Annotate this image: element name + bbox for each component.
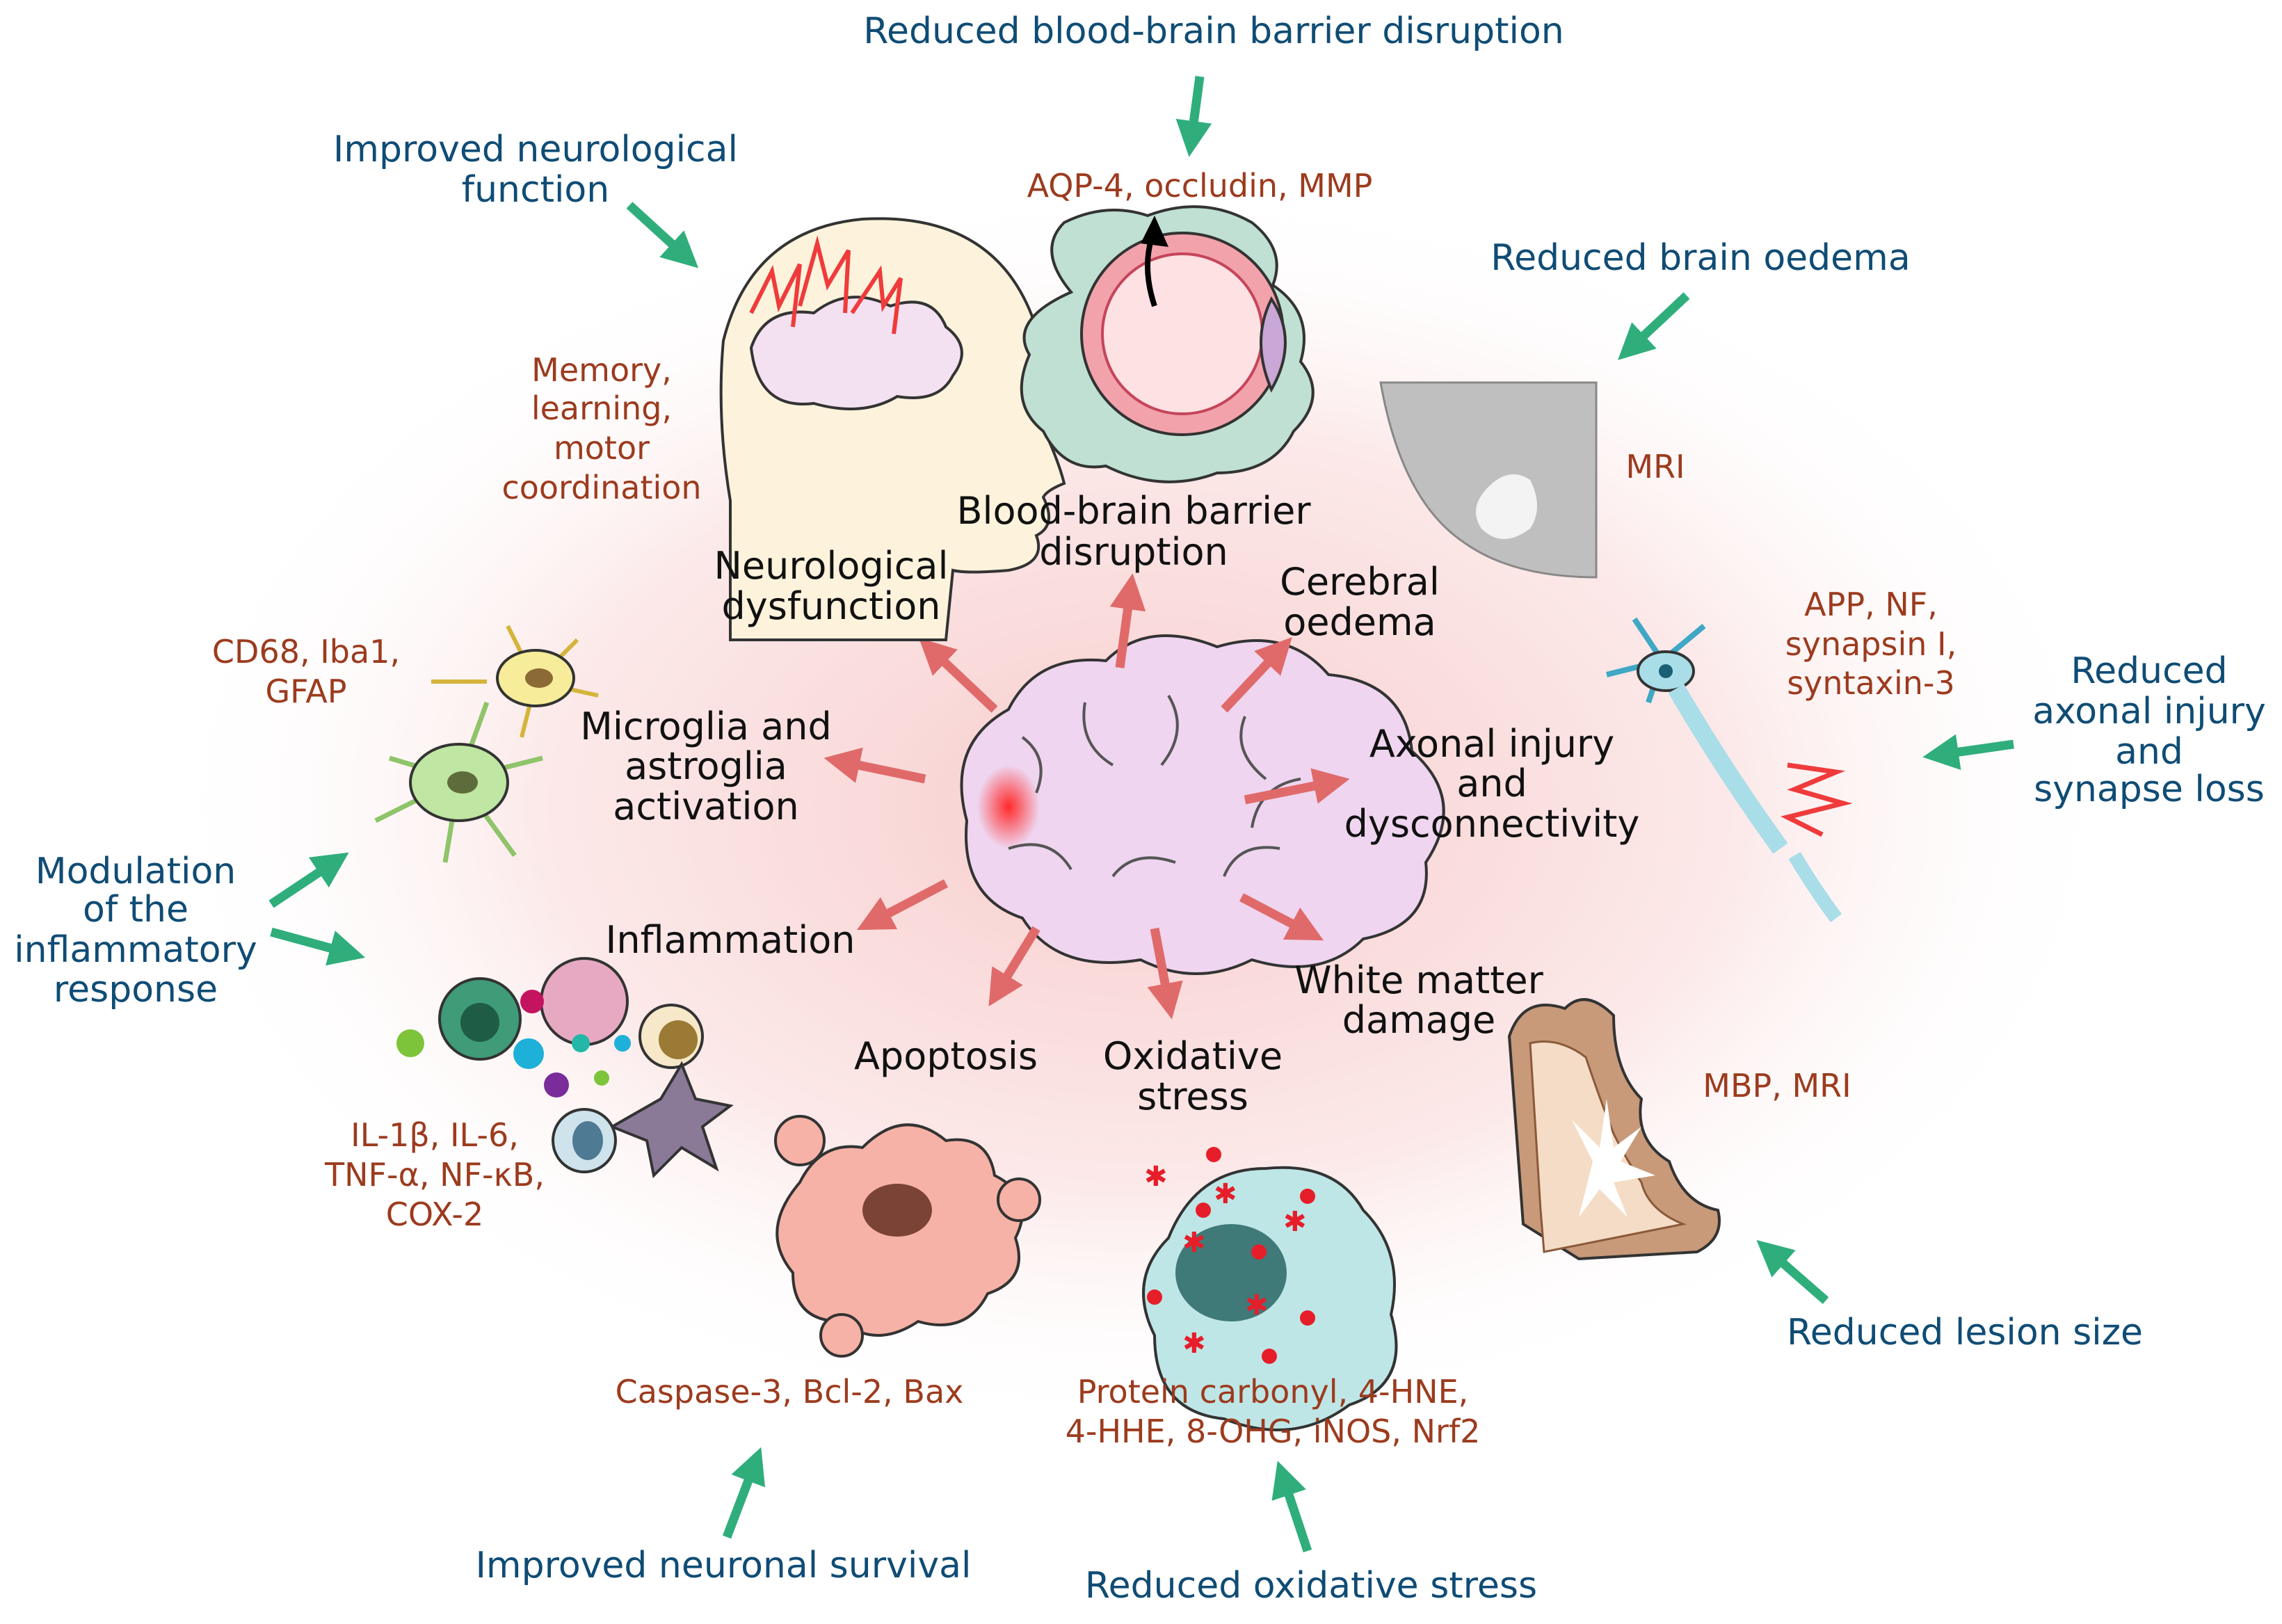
outcome-inflam-line2: of the [83, 889, 188, 931]
marker-glia-line2: GFAP [265, 673, 346, 710]
arrow-to-neurological [919, 638, 998, 713]
marker-neuro-line1: Memory, [531, 351, 672, 389]
process-inflammation: Inflammation [606, 918, 855, 962]
marker-axonal-line2: synapsin I, [1785, 625, 1956, 663]
outcome-arrows [268, 76, 2014, 1553]
marker-apoptosis: Caspase-3, Bcl-2, Bax [616, 1373, 964, 1410]
marker-axonal-line1: APP, NF, [1804, 586, 1938, 623]
arrow-bbb-outcome [1175, 76, 1212, 157]
apoptotic-cell-icon [774, 1115, 1041, 1358]
outcome-survival: Improved neuronal survival [476, 1545, 972, 1586]
outcome-bbb: Reduced blood-brain barrier disruption [863, 10, 1564, 52]
arrow-oxidative-outcome [1271, 1461, 1312, 1553]
process-axonal-line1: Axonal injury [1369, 722, 1614, 766]
outcome-inflam-line1: Modulation [35, 851, 236, 892]
marker-labels: AQP-4, occludin, MMP Memory, learning, m… [212, 167, 1956, 1450]
process-oxidative-line2: stress [1137, 1075, 1248, 1118]
process-oxidative-line1: Oxidative [1103, 1034, 1283, 1078]
arrow-to-white-matter [1239, 893, 1324, 941]
process-neuro-line2: dysfunction [722, 584, 941, 628]
process-bbb-line1: Blood-brain barrier [956, 489, 1311, 533]
blood-vessel-icon [1020, 205, 1315, 483]
immune-cells-icon [396, 957, 734, 1179]
head-lightning-icon [719, 217, 1066, 641]
marker-oxidative-line2: 4-HHE, 8-OHG, iNOS, Nrf2 [1066, 1413, 1481, 1450]
arrow-oedema-outcome [1618, 292, 1690, 360]
neuron-icon [1606, 617, 1853, 922]
outcome-axonal-line2: axonal injury [2032, 691, 2266, 732]
process-axonal-line2: and [1456, 762, 1527, 805]
process-neuro-line1: Neurological [714, 544, 949, 588]
arrow-lesion-outcome [1756, 1239, 1829, 1304]
arrow-survival-outcome [722, 1447, 766, 1539]
arrow-to-glia [823, 747, 926, 784]
outcome-oedema: Reduced brain oedema [1490, 237, 1910, 279]
arrow-to-bbb [1109, 573, 1146, 668]
marker-neuro-line4: coordination [501, 469, 701, 506]
marker-oedema: MRI [1625, 448, 1685, 485]
process-glia-line3: activation [613, 785, 798, 828]
outcome-labels: Reduced blood-brain barrier disruption I… [14, 10, 2266, 1607]
effect-arrows [823, 573, 1350, 1020]
outcome-axonal-line3: and [2115, 731, 2183, 773]
outcome-axonal-line1: Reduced [2071, 650, 2227, 692]
marker-inflam-line1: IL-1β, IL-6, [351, 1116, 519, 1154]
marker-oxidative-line1: Protein carbonyl, 4-HNE, [1077, 1373, 1469, 1410]
process-white-line2: damage [1342, 998, 1496, 1042]
arrow-to-inflammation [856, 879, 949, 931]
process-labels: Neurological dysfunction Blood-brain bar… [580, 489, 1639, 1118]
process-bbb-line2: disruption [1039, 530, 1228, 574]
arrow-axonal-outcome [1922, 734, 2014, 771]
brain-icon [960, 634, 1445, 975]
svg-text:✱: ✱ [1182, 1328, 1206, 1360]
svg-text:✱: ✱ [1283, 1206, 1307, 1238]
marker-inflam-line2: TNF-α, NF-κB, [324, 1156, 545, 1193]
marker-neuro-line2: learning, [531, 389, 672, 427]
outcome-inflam-line4: response [54, 969, 218, 1011]
process-apoptosis: Apoptosis [854, 1034, 1038, 1078]
arrow-inflam-outcome-1 [268, 852, 349, 908]
arrow-to-oedema [1221, 637, 1292, 713]
marker-bbb: AQP-4, occludin, MMP [1027, 167, 1373, 204]
marker-axonal-line3: syntaxin-3 [1787, 664, 1955, 702]
arrow-to-axonal [1244, 768, 1350, 805]
oxidative-cell-icon: ✱ ✱ ✱ ✱ ✱ ✱ [1142, 1147, 1398, 1431]
svg-text:✱: ✱ [1182, 1227, 1206, 1259]
arrow-neuro-outcome [626, 202, 699, 268]
arrow-inflam-outcome-2 [270, 927, 366, 966]
process-oedema-line2: oedema [1283, 600, 1436, 644]
marker-white: MBP, MRI [1703, 1067, 1851, 1104]
process-glia-line1: Microglia and [580, 705, 831, 748]
process-white-line1: White matter [1294, 958, 1543, 1002]
marker-neuro-line3: motor [554, 429, 650, 467]
process-axonal-line3: dysconnectivity [1344, 802, 1640, 846]
outcome-neuro-line1: Improved neurological [333, 129, 738, 170]
svg-text:✱: ✱ [1245, 1289, 1269, 1321]
outcome-neuro-line2: function [462, 169, 609, 211]
arrow-to-apoptosis [988, 926, 1040, 1007]
mri-slice-icon [1379, 381, 1598, 579]
svg-text:✱: ✱ [1144, 1161, 1168, 1193]
outcome-oxidative: Reduced oxidative stress [1085, 1565, 1537, 1607]
process-oedema-line1: Cerebral [1280, 560, 1440, 604]
arrow-to-oxidative [1147, 927, 1183, 1020]
outcome-axonal-line4: synapse loss [2034, 769, 2265, 810]
outcome-inflam-line3: inflammatory [14, 929, 257, 971]
process-glia-line2: astroglia [625, 744, 787, 788]
glial-cells-icon [374, 625, 599, 863]
marker-glia-line1: CD68, Iba1, [212, 633, 400, 670]
white-matter-icon [1507, 998, 1721, 1261]
svg-text:✱: ✱ [1214, 1178, 1237, 1210]
outcome-lesion: Reduced lesion size [1787, 1312, 2143, 1353]
marker-inflam-line3: COX-2 [386, 1196, 483, 1233]
